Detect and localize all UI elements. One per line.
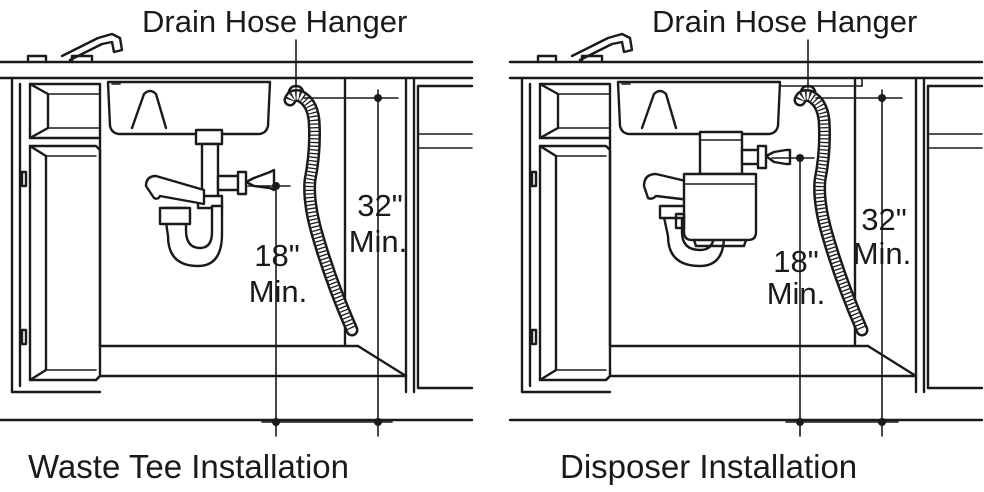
hanger-label: Drain Hose Hanger: [142, 4, 407, 39]
hanger-label: Drain Hose Hanger: [652, 4, 917, 39]
disposer-unit: [642, 130, 792, 268]
dim-32-unit: Min.: [349, 224, 408, 259]
panel-waste-tee: Drain Hose Hanger 18" Min. 32" Min. Wast…: [0, 4, 474, 485]
panel-disposer: Drain Hose Hanger 18" Min. 32" Min. Disp…: [508, 4, 984, 485]
dim-18-value: 18": [773, 244, 819, 279]
dim-32-unit: Min.: [853, 236, 912, 271]
dim-18-unit: Min.: [767, 276, 826, 311]
caption: Waste Tee Installation: [28, 448, 349, 485]
dimension-lines: [771, 89, 903, 437]
dim-32-value: 32": [861, 202, 907, 237]
dim-18-value: 18": [254, 238, 300, 273]
waste-tee-plumbing: [144, 128, 276, 268]
dim-18-unit: Min.: [249, 274, 308, 309]
dimension-lines: [247, 89, 399, 437]
caption: Disposer Installation: [560, 448, 857, 485]
dim-32-value: 32": [357, 188, 403, 223]
